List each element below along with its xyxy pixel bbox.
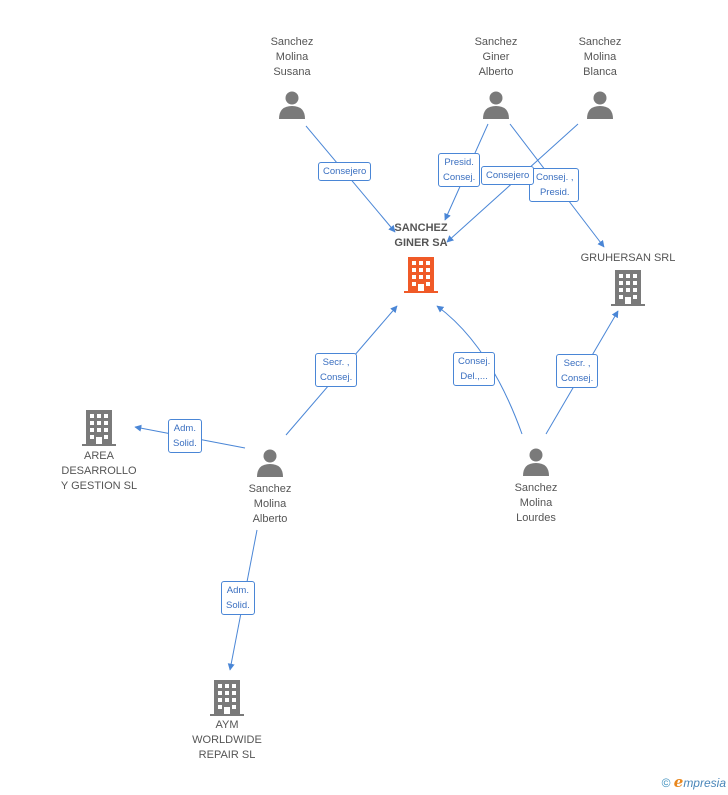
relation-label-adm-solid-area[interactable]: Adm. Solid. bbox=[168, 419, 202, 453]
brand-logo-e: e bbox=[673, 773, 684, 791]
company-label-aym: AYM WORLDWIDE REPAIR SL bbox=[192, 719, 262, 761]
person-icon bbox=[279, 91, 305, 119]
building-icon bbox=[210, 680, 244, 716]
building-icon-main bbox=[404, 257, 438, 293]
person-icon bbox=[523, 448, 549, 476]
copyright-icon: © bbox=[661, 776, 671, 790]
company-label-main: SANCHEZ GINER SA bbox=[394, 222, 448, 249]
relation-label-presid-consej[interactable]: Presid. Consej. bbox=[438, 153, 481, 187]
brand-logo-text: mpresia bbox=[683, 776, 726, 790]
person-icon bbox=[257, 449, 283, 477]
relation-label-secr-consej-gruhersan[interactable]: Secr. , Consej. bbox=[556, 354, 599, 388]
building-icon bbox=[82, 410, 116, 446]
company-label-area: AREA DESARROLLO Y GESTION SL bbox=[60, 450, 138, 492]
relation-label-secr-consej-main[interactable]: Secr. , Consej. bbox=[315, 353, 358, 387]
person-label-blanca: Sanchez Molina Blanca bbox=[578, 36, 622, 78]
person-label-alberto-molina: Sanchez Molina Alberto bbox=[248, 483, 292, 525]
relation-label-consejero-blanca[interactable]: Consejero bbox=[481, 166, 535, 185]
relation-label-consejero-susana[interactable]: Consejero bbox=[318, 162, 372, 181]
relation-label-consej-del[interactable]: Consej. Del.,... bbox=[453, 352, 496, 386]
footer-brand[interactable]: © empresia bbox=[662, 773, 726, 791]
building-icon bbox=[611, 270, 645, 306]
person-label-lourdes: Sanchez Molina Lourdes bbox=[514, 482, 558, 524]
relation-label-consej-presid[interactable]: Consej. , Presid. bbox=[529, 168, 579, 202]
person-label-susana: Sanchez Molina Susana bbox=[270, 36, 314, 78]
person-icon bbox=[587, 91, 613, 119]
relation-label-adm-solid-aym[interactable]: Adm. Solid. bbox=[221, 581, 255, 615]
person-label-alberto-giner: Sanchez Giner Alberto bbox=[474, 36, 518, 78]
company-label-gruhersan: GRUHERSAN SRL bbox=[580, 252, 676, 264]
person-icon bbox=[483, 91, 509, 119]
